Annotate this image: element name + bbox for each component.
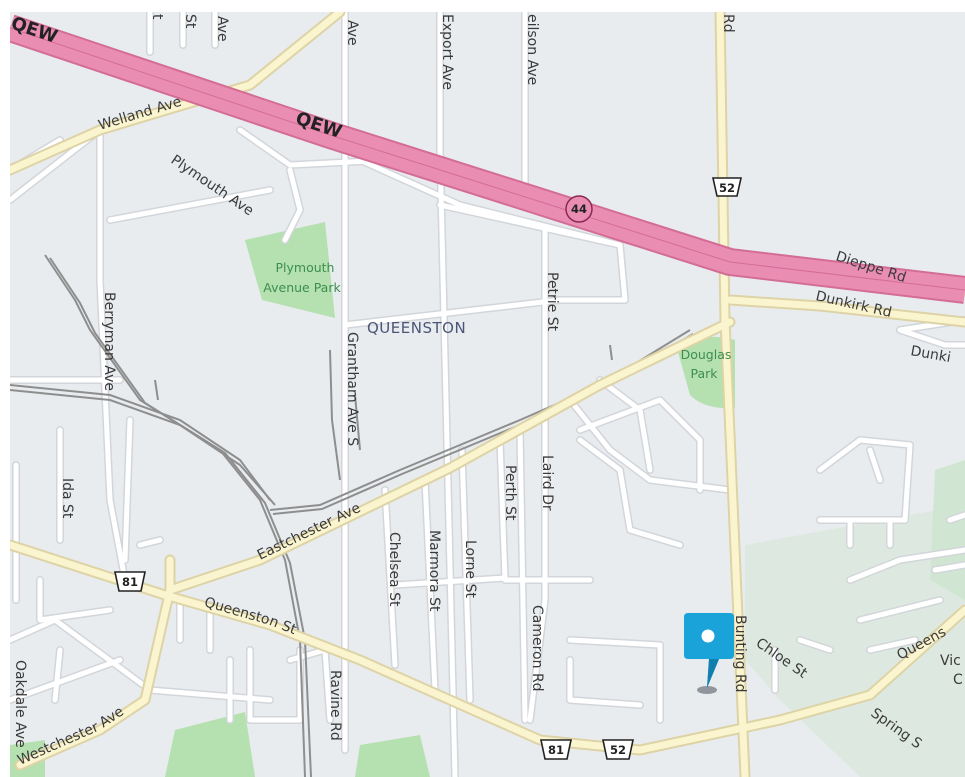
route-shields: 44 52 81 81 52 — [114, 177, 742, 760]
street-label-ravine: Ravine Rd — [327, 670, 343, 741]
place-label-vic-c: C — [953, 672, 963, 688]
svg-text:44: 44 — [571, 202, 587, 216]
route-shield-81-bottom[interactable]: 81 — [540, 739, 572, 760]
street-label-petrie: Petrie St — [544, 272, 560, 332]
park-label-plymouth: Plymouth — [276, 260, 335, 275]
street-label-laird: Laird Dr — [539, 455, 555, 511]
place-label-vic: Vic — [940, 653, 961, 669]
park-area — [355, 735, 430, 777]
street-label-grantham: Grantham Ave S — [344, 332, 360, 446]
street-label-lorne: Lorne St — [462, 540, 478, 598]
area-label-queenston: QUEENSTON — [367, 319, 466, 337]
street-label-oakdale: Oakdale Ave — [12, 660, 28, 748]
street-label-t-top: t — [149, 14, 165, 20]
route-shield-52-bottom[interactable]: 52 — [602, 739, 634, 760]
douglas-park[interactable] — [678, 336, 735, 409]
street-label-rd-top: Rd — [720, 14, 736, 33]
woodland-area — [930, 460, 965, 600]
park-label-douglas: Douglas — [681, 347, 732, 362]
route-shield-81-left[interactable]: 81 — [114, 571, 146, 592]
street-label-st-top: St — [182, 14, 198, 29]
map-viewport[interactable]: QEW QEW Welland Ave Plymouth Ave Eastche… — [10, 12, 965, 777]
street-label-ida: Ida St — [59, 478, 75, 519]
minor-roads — [10, 12, 965, 777]
street-label-ave-top: Ave — [214, 16, 230, 42]
street-label-ave-top: Ave — [344, 20, 360, 46]
street-label-chelsea: Chelsea St — [386, 532, 402, 607]
street-label-bunting: Bunting Rd — [732, 615, 748, 693]
route-shield-52-top[interactable]: 52 — [712, 177, 742, 197]
street-label-export: Export Ave — [439, 14, 455, 90]
svg-text:81: 81 — [122, 575, 138, 589]
street-label-perth: Perth St — [502, 465, 518, 521]
street-label-berryman: Berryman Ave — [101, 292, 117, 391]
park-label-douglas-2: Park — [690, 366, 718, 381]
park-area — [165, 712, 255, 777]
plymouth-avenue-park[interactable] — [245, 222, 335, 318]
svg-text:52: 52 — [610, 743, 626, 757]
street-label-dunkirk-east: Dunki — [909, 343, 952, 366]
svg-text:52: 52 — [719, 181, 735, 195]
street-label-cameron: Cameron Rd — [529, 605, 545, 692]
street-label-marmora: Marmora St — [426, 530, 442, 612]
map-canvas[interactable]: QEW QEW Welland Ave Plymouth Ave Eastche… — [10, 12, 965, 777]
street-label-neilson: eilson Ave — [524, 14, 540, 85]
location-pin-icon[interactable] — [684, 613, 734, 694]
route-shield-44[interactable]: 44 — [565, 195, 593, 223]
svg-text:81: 81 — [548, 743, 564, 757]
park-label-plymouth-2: Avenue Park — [263, 280, 341, 295]
